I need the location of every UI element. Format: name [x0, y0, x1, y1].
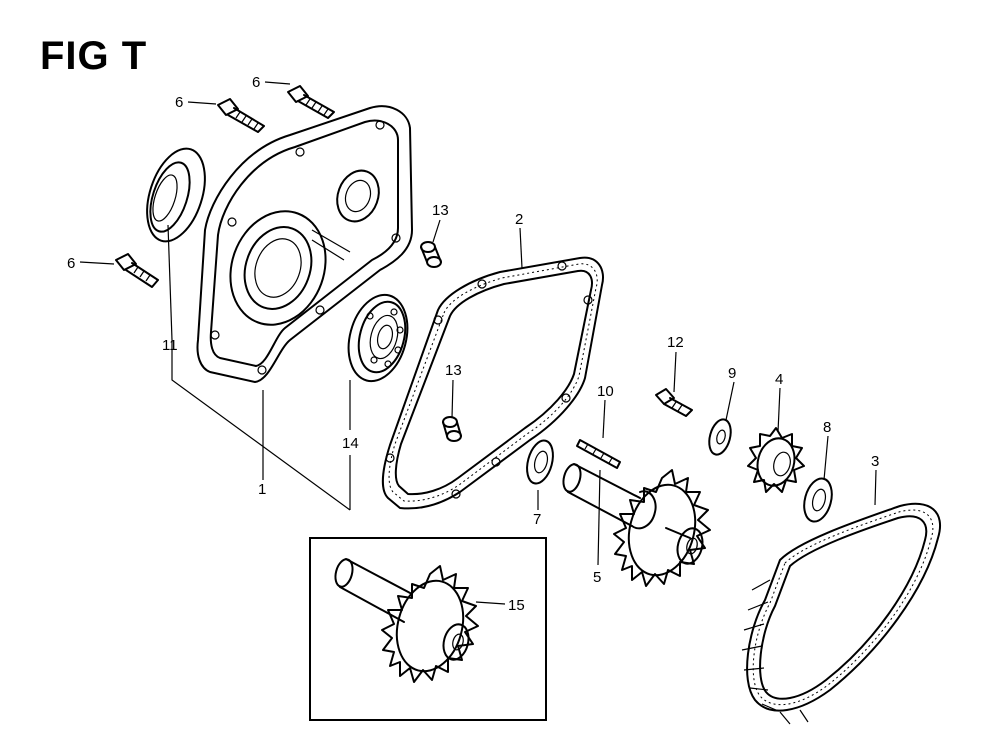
callout-8: 8	[823, 419, 831, 436]
callout-6-top: 6	[252, 74, 260, 91]
callout-1: 1	[258, 481, 266, 498]
callout-12: 12	[667, 334, 684, 351]
key-10	[576, 439, 621, 469]
figure-title: FIG T	[40, 34, 148, 78]
callout-15: 15	[508, 597, 525, 614]
shaft-sprocket-5	[562, 463, 711, 587]
drive-sprocket-4	[747, 427, 805, 493]
callout-11: 11	[162, 337, 178, 354]
washer-9	[708, 418, 732, 456]
bolt-6-left	[115, 253, 159, 288]
callout-7: 7	[533, 511, 541, 528]
callout-5: 5	[593, 569, 601, 586]
dowel-pin-13-lower	[442, 416, 462, 442]
drive-chain-3	[741, 502, 941, 725]
callout-13-lower: 13	[445, 362, 462, 379]
bolt-6-middle	[217, 98, 265, 133]
washer-7	[526, 439, 554, 485]
oil-seal-11	[146, 147, 206, 243]
bolt-12	[655, 388, 693, 417]
callout-2: 2	[515, 211, 523, 228]
dowel-pin-13-upper	[420, 241, 442, 268]
callout-6-middle: 6	[175, 94, 183, 111]
callout-9: 9	[728, 365, 736, 382]
gasket-2	[382, 256, 604, 510]
callout-4: 4	[775, 371, 783, 388]
callout-6-left: 6	[67, 255, 75, 272]
shaft-sprocket-15	[334, 558, 479, 683]
callout-10: 10	[597, 383, 614, 400]
leader-lines	[79, 81, 877, 605]
part-callouts: 6 6 6 11 1 14 13 13 2 7 10 5 12 9 4 8 3 …	[67, 74, 879, 614]
callout-3: 3	[871, 453, 879, 470]
bearing-14	[347, 293, 409, 383]
washer-8	[803, 477, 833, 523]
callout-13-upper: 13	[432, 202, 449, 219]
inset-box	[309, 537, 547, 721]
case-cover-1	[196, 105, 413, 383]
callout-14: 14	[342, 435, 359, 452]
bolt-6-top	[287, 85, 335, 119]
